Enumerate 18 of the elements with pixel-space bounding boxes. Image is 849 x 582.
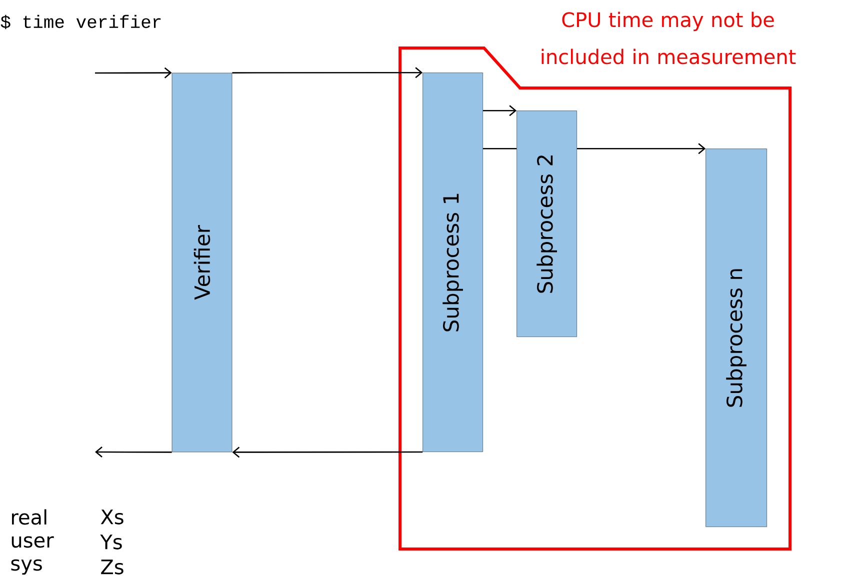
- timing-text: real: [12, 509, 46, 525]
- arrow: [577, 143, 706, 154]
- timing-text: Zs: [101, 560, 124, 574]
- process-bar: Subprocess 2: [516, 110, 577, 337]
- arrow: [483, 105, 517, 116]
- process-bar: Subprocess n: [706, 148, 767, 527]
- process-bar: Verifier: [172, 72, 232, 452]
- timing-text: sys: [11, 559, 42, 575]
- arrow: [95, 67, 172, 78]
- timing-text: Ys: [100, 534, 122, 550]
- process-bar: Subprocess 1: [422, 72, 483, 452]
- arrow: [232, 67, 423, 78]
- timing-text: user: [12, 536, 54, 548]
- command-text: $ time verifier: [0, 14, 161, 30]
- timing-text: Xs: [100, 510, 124, 524]
- arrow: [95, 446, 172, 458]
- node-label: CPU time may not be: [562, 12, 774, 32]
- arrow: [232, 446, 423, 458]
